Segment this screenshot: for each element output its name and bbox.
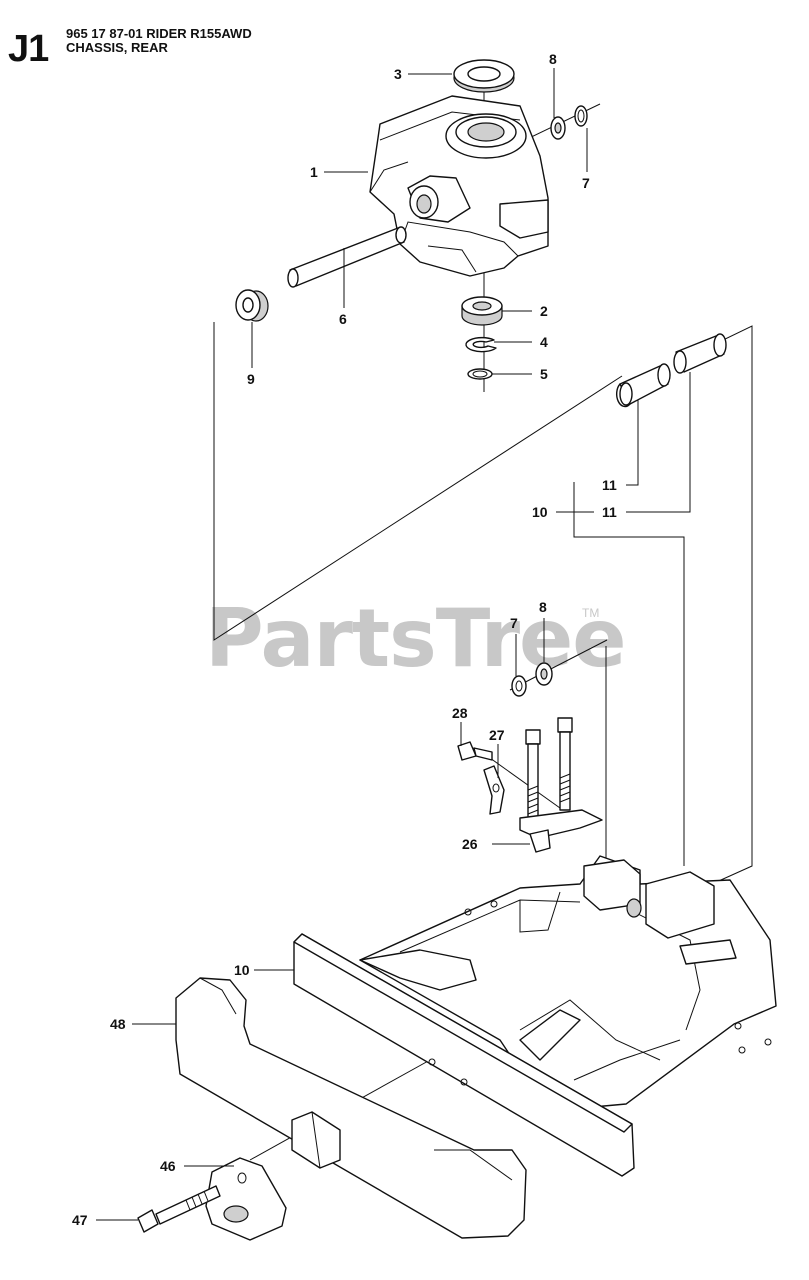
part-7-ring-mid-drawing [511,675,527,697]
part-5-ring-drawing [467,368,493,380]
part-28-screw-drawing [457,741,493,761]
callout-10-lower: 10 [234,962,250,978]
callout-9: 9 [247,371,255,387]
model-line: 965 17 87-01 RIDER R155AWD [66,26,252,41]
callout-1: 1 [310,164,318,180]
part-6-pin-drawing [287,226,407,288]
callout-2: 2 [540,303,548,319]
part-48-front-bumper-drawing [175,977,527,1239]
part-27-clamp-drawing [483,765,505,815]
bolt-left-drawing [525,729,541,823]
partstree-watermark: PartsTree [205,592,627,685]
assembly-line-left [213,322,623,641]
part-7-ring-top-drawing [574,105,588,127]
callout-46: 46 [160,1158,176,1174]
diagram-subtitle: CHASSIS, REAR [66,40,168,55]
part-1-pivot-housing-drawing [369,95,549,277]
callout-11-lower: 11 [602,504,617,520]
assembly-line-right [689,325,753,885]
callout-5: 5 [540,366,548,382]
bolt-right-drawing [557,717,573,811]
callout-3: 3 [394,66,402,82]
part-4-clip-drawing [465,336,497,353]
part-47-bolt-drawing [137,1185,221,1233]
callout-8-mid: 8 [539,599,547,615]
callout-11-upper: 11 [602,477,617,493]
part-8-washer-top-drawing [550,116,566,140]
assembly-line-screw [489,757,561,809]
part-10-chassis-frame-drawing [359,855,777,1111]
callout-7-mid: 7 [510,615,518,631]
callout-leaders [96,68,691,1221]
callout-8-top: 8 [549,51,557,67]
section-code: J1 [8,28,49,70]
part-9-bushing-drawing [235,289,269,322]
callout-48: 48 [110,1016,126,1032]
part-11-spacer-right-drawing [673,333,727,374]
assembly-lines [213,72,753,1161]
callout-27: 27 [489,727,505,743]
part-26-bracket-drawing [519,809,603,853]
callout-4: 4 [540,334,548,350]
callout-7-top: 7 [582,175,590,191]
bumper-bar-drawing [293,933,635,1177]
callout-6: 6 [339,311,347,327]
assembly-line-bracket-10 [573,482,685,866]
part-8-washer-mid-drawing [535,662,553,686]
part-2-bearing-drawing [461,296,503,326]
callout-labels: 3 1 8 7 6 9 2 4 5 11 11 10 7 8 28 27 26 … [72,51,617,1228]
callout-28: 28 [452,705,468,721]
part-46-hitch-plate-drawing [205,1157,287,1241]
part-3-seal-drawing [453,59,515,93]
callout-10-upper: 10 [532,504,548,520]
callout-26: 26 [462,836,478,852]
trademark-mark: TM [582,606,600,620]
callout-47: 47 [72,1212,88,1228]
part-11-spacer-left-drawing [615,363,671,408]
assembly-line-mid-pin [509,639,608,691]
